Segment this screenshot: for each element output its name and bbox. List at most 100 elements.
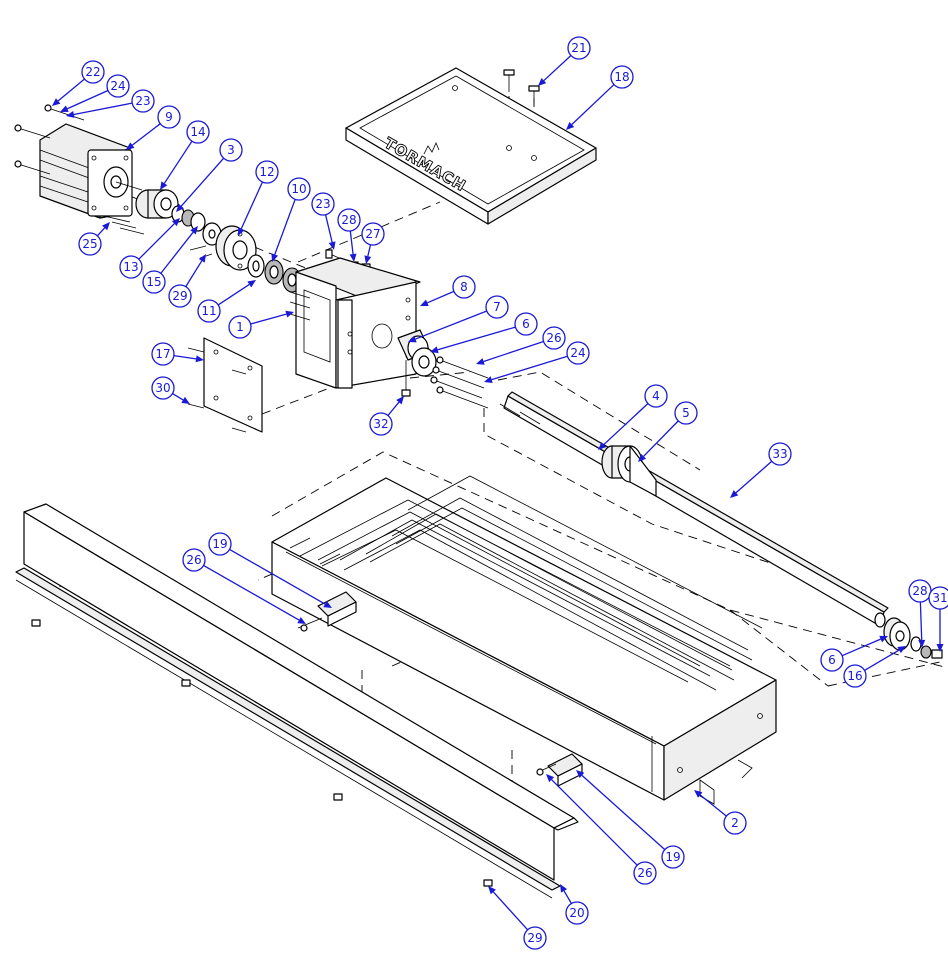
callout-balloon — [843, 664, 867, 688]
callout-balloon — [723, 811, 747, 835]
callout-arrowhead — [694, 790, 703, 798]
callout-arrowhead — [576, 770, 585, 778]
callout-number: 24 — [110, 79, 125, 93]
callout-balloon — [311, 192, 335, 216]
stop-blocks — [297, 591, 583, 787]
callout-arrowhead — [247, 280, 256, 288]
callout-leader-line — [841, 638, 881, 657]
callout-arrowhead — [60, 105, 69, 112]
callout-5: 5 — [638, 401, 698, 462]
callout-2: 2 — [694, 790, 747, 835]
callout-balloon — [208, 532, 232, 556]
callout-leader-line — [571, 84, 615, 125]
callout-balloon — [928, 586, 948, 610]
callout-balloon — [168, 284, 192, 308]
callout-balloon — [361, 222, 385, 246]
callout-arrowhead — [897, 646, 906, 654]
callout-arrowhead — [190, 226, 198, 235]
callout-balloon — [219, 138, 243, 162]
callout-arrowhead — [181, 396, 190, 404]
callout-balloon — [337, 208, 361, 232]
callout-leader-line — [67, 89, 109, 110]
callout-leader-line — [180, 157, 225, 207]
callout-number: 20 — [569, 906, 584, 920]
callout-leader-line — [73, 102, 133, 116]
callout-arrowhead — [176, 203, 184, 212]
callout-arrowhead — [102, 222, 110, 231]
callout-number: 26 — [546, 331, 561, 345]
callout-number: 1 — [236, 320, 244, 334]
callout-6: 6 — [820, 635, 888, 672]
callout-balloon — [287, 177, 311, 201]
callout-leader-line — [274, 199, 296, 255]
callout-number: 16 — [847, 669, 862, 683]
callout-number: 11 — [201, 304, 216, 318]
callout-27: 27 — [361, 222, 385, 264]
callout-leader-line — [437, 326, 516, 351]
callout-leader-line — [492, 891, 529, 931]
callout-arrowhead — [323, 600, 332, 608]
callout-arrowhead — [598, 441, 607, 450]
callout-balloon — [131, 89, 155, 113]
callout-13: 13 — [119, 218, 180, 279]
callout-number: 12 — [259, 165, 274, 179]
callout-number: 18 — [614, 70, 629, 84]
callout-18: 18 — [566, 65, 634, 130]
callout-22: 22 — [52, 60, 105, 106]
callout-balloon — [610, 65, 634, 89]
callout-arrowhead — [271, 253, 279, 262]
callout-number: 26 — [637, 866, 652, 880]
end-cover-plate — [187, 337, 263, 433]
callout-3: 3 — [176, 138, 243, 212]
callout-number: 26 — [186, 553, 201, 567]
callout-arrowhead — [349, 253, 357, 262]
stepper-motor — [39, 123, 143, 219]
callout-arrowhead — [285, 310, 294, 318]
callout-leader-line — [919, 601, 923, 641]
callout-balloon — [228, 315, 252, 339]
callout-arrowhead — [484, 376, 493, 383]
callout-28: 28 — [337, 208, 361, 262]
callout-leader-line — [603, 403, 649, 446]
callout-number: 14 — [190, 125, 205, 139]
callout-number: 6 — [828, 653, 836, 667]
callout-leader-line — [864, 649, 900, 671]
callout-arrowhead — [918, 639, 926, 648]
callout-leader-line — [643, 420, 679, 457]
callout-leader-line — [57, 78, 85, 102]
callout-balloon — [186, 120, 210, 144]
callout-leader-line — [483, 340, 544, 363]
bearing-stack-small — [171, 205, 222, 259]
callout-leader-line — [229, 548, 326, 605]
callout-number: 27 — [365, 227, 380, 241]
callout-leader-line — [415, 310, 488, 340]
callout-balloon — [106, 74, 130, 98]
callout-balloon — [142, 270, 166, 294]
callout-arrowhead — [546, 774, 555, 783]
callout-arrowhead — [638, 453, 647, 462]
callout-number: 30 — [155, 381, 170, 395]
callout-balloon — [369, 412, 393, 436]
callout-leader-line — [581, 774, 666, 851]
callout-number: 5 — [682, 406, 690, 420]
callout-arrowhead — [364, 255, 372, 264]
callout-number: 23 — [135, 94, 150, 108]
callout-number: 15 — [146, 275, 161, 289]
callout-26: 26 — [476, 326, 566, 365]
bearings — [247, 254, 302, 293]
callout-balloon — [485, 295, 509, 319]
callout-balloon — [119, 255, 143, 279]
callout-balloon — [523, 926, 547, 950]
callout-24: 24 — [60, 74, 130, 112]
callout-leader-line — [491, 355, 568, 381]
callout-arrowhead — [238, 227, 245, 236]
callout-balloon — [567, 36, 591, 60]
callout-arrowhead — [430, 346, 439, 354]
callout-arrowhead — [297, 616, 306, 624]
callout-leader-line — [131, 123, 161, 146]
callout-number: 29 — [172, 289, 187, 303]
callout-arrowhead — [476, 358, 485, 365]
callout-number: 24 — [570, 346, 585, 360]
callout-leader-line — [324, 214, 333, 243]
